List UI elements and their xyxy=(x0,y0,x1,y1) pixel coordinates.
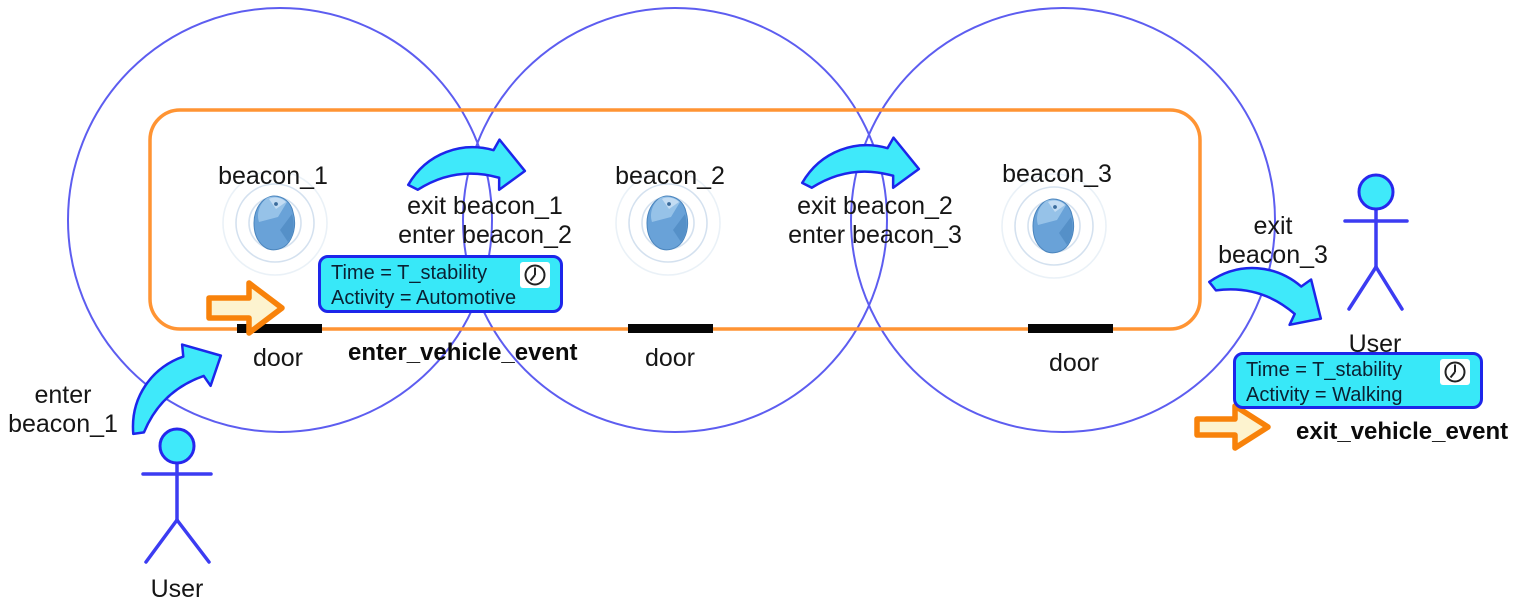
enter-vehicle-event-label: enter_vehicle_event xyxy=(348,339,578,366)
user-label-left: User xyxy=(150,575,204,603)
beacon-icon-3 xyxy=(1001,173,1107,279)
enter-beacon-1-line1: enter xyxy=(34,381,92,409)
enter-event-activity: Activity = Automotive xyxy=(331,287,517,309)
door-3-label: door xyxy=(1048,349,1100,377)
exit-beacon-3-label: exit beacon_3 xyxy=(1203,212,1343,270)
exit-event-time: Time = T_stability xyxy=(1246,359,1403,381)
enter-beacon-1-label: enter beacon_1 xyxy=(0,381,126,439)
clock-icon xyxy=(1440,359,1470,385)
enter-event-block-arrow xyxy=(206,280,285,336)
transition-arrow-beacon1-to-beacon2 xyxy=(406,130,529,201)
door-bar-3 xyxy=(1028,324,1113,333)
beacon-3-label: beacon_3 xyxy=(1002,160,1112,188)
user-figure-right xyxy=(1343,173,1409,311)
user-figure-left xyxy=(141,427,213,564)
door-bar-2 xyxy=(628,324,713,333)
transition-1-line2: enter beacon_2 xyxy=(398,221,572,249)
exit-beacon-3-line1: exit xyxy=(1253,212,1293,240)
clock-icon xyxy=(520,262,550,288)
exit-vehicle-event-label: exit_vehicle_event xyxy=(1296,418,1509,445)
range-circle-beacon-2 xyxy=(462,7,888,433)
transition-1-label: exit beacon_1 enter beacon_2 xyxy=(368,192,602,250)
door-2-label: door xyxy=(644,344,696,372)
exit-event-info-box: Time = T_stability Activity = Walking xyxy=(1233,352,1483,409)
transition-2-line2: enter beacon_3 xyxy=(788,221,962,249)
enter-event-info-box: Time = T_stability Activity = Automotive xyxy=(318,255,563,313)
transition-arrow-beacon2-to-beacon3 xyxy=(800,128,923,199)
enter-event-time: Time = T_stability xyxy=(331,262,488,284)
user-label-right: User xyxy=(1348,330,1402,358)
transition-1-line1: exit beacon_1 xyxy=(407,192,563,220)
transition-2-line1: exit beacon_2 xyxy=(797,192,953,220)
enter-beacon-1-line2: beacon_1 xyxy=(8,410,118,438)
beacon-2-label: beacon_2 xyxy=(615,162,725,190)
transition-2-label: exit beacon_2 enter beacon_3 xyxy=(758,192,992,250)
door-1-label: door xyxy=(252,344,304,372)
range-circle-beacon-1 xyxy=(67,7,493,433)
beacon-1-label: beacon_1 xyxy=(218,162,328,190)
range-circle-beacon-3 xyxy=(850,7,1276,433)
exit-event-activity: Activity = Walking xyxy=(1246,384,1403,406)
door-bar-1 xyxy=(237,324,322,333)
exit-beacon-3-line2: beacon_3 xyxy=(1218,241,1328,269)
exit-event-block-arrow xyxy=(1194,403,1271,451)
